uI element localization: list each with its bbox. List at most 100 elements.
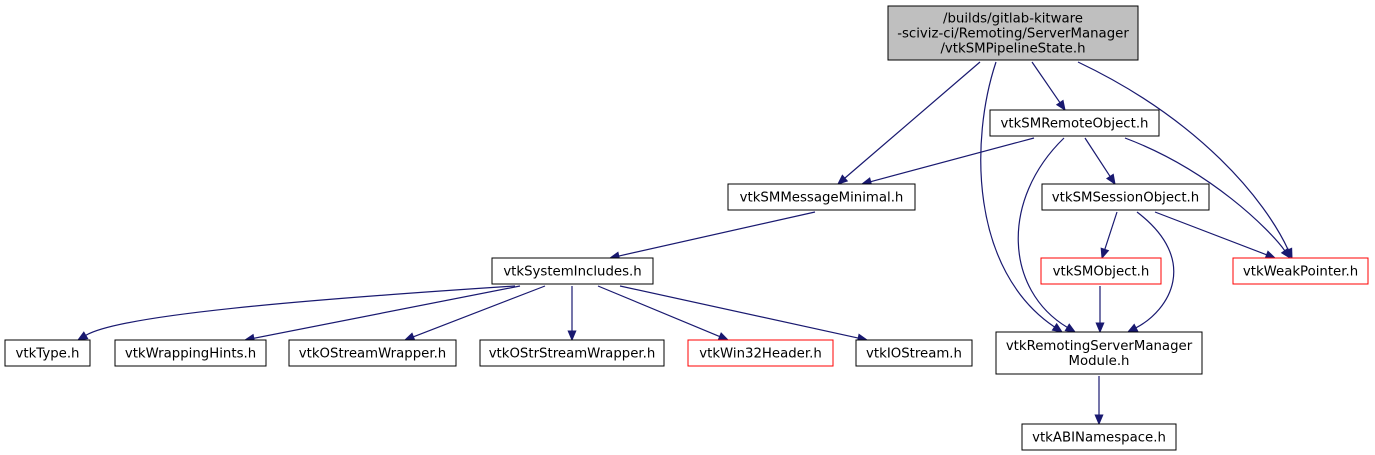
edge-line [1135,211,1175,329]
node-label: vtkWin32Header.h [699,347,822,362]
edge-session-to-smobj [1100,211,1118,260]
node-box [1021,423,1177,451]
edge-line [1124,137,1286,252]
arrowhead-icon [1064,323,1077,333]
node-label: vtkRemotingServerManager [1006,339,1193,354]
arrowhead-icon [837,174,849,185]
node-label: vtkSystemIncludes.h [503,265,641,280]
node-label: vtkOStrStreamWrapper.h [489,347,656,362]
arrowhead-icon [1051,322,1064,333]
edge-remote-to-module [1017,137,1077,333]
edge-msg-to-sysinc [608,211,816,261]
node-box [727,183,916,211]
arrowhead-icon [403,332,416,341]
edge-line [619,285,859,339]
node-sysinc[interactable]: vtkSystemIncludes.h [491,257,654,285]
edge-line [1154,211,1267,256]
node-session[interactable]: vtkSMSessionObject.h [1041,183,1210,211]
node-box [989,109,1160,137]
node-box [887,5,1139,61]
edge-line [1017,137,1068,328]
node-ostrstream[interactable]: vtkOStrStreamWrapper.h [479,339,665,367]
edge-remote-to-weak [1124,137,1291,260]
node-abi[interactable]: vtkABINamespace.h [1021,423,1177,451]
node-box [687,339,834,367]
edge-line [618,211,816,257]
node-box [855,339,973,367]
node-box [479,339,665,367]
arrowhead-icon [1264,250,1277,259]
node-iostream[interactable]: vtkIOStream.h [855,339,973,367]
node-label: /builds/gitlab-kitware [943,12,1083,27]
node-layer: /builds/gitlab-kitware-sciviz-ci/Remotin… [4,5,1369,451]
node-label: vtkWrappingHints.h [125,347,256,362]
edge-sysinc-to-ostrstream [567,286,577,342]
node-root[interactable]: /builds/gitlab-kitware-sciviz-ci/Remotin… [887,5,1139,61]
edge-line [844,61,981,179]
node-label: vtkSMObject.h [1053,265,1150,280]
node-remote[interactable]: vtkSMRemoteObject.h [989,109,1160,137]
edge-root-to-remote [1031,61,1066,112]
node-label: vtkWeakPointer.h [1243,265,1358,280]
arrowhead-icon [1095,322,1105,334]
arrowhead-icon [1100,247,1110,260]
node-label: vtkSMSessionObject.h [1052,191,1199,206]
node-label: vtkSMMessageMinimal.h [740,191,904,206]
edge-sysinc-to-ostream [403,285,546,341]
edge-line [1084,137,1111,177]
edge-line [253,285,521,339]
edge-root-to-module [980,61,1064,333]
edge-layer [76,61,1293,426]
node-box [491,257,654,285]
edge-line [980,61,1055,328]
node-smobj[interactable]: vtkSMObject.h [1040,257,1162,285]
arrowhead-icon [1105,173,1116,186]
edge-remote-to-session [1084,137,1116,186]
node-box [4,339,91,367]
node-label: vtkType.h [16,347,80,362]
arrowhead-icon [76,331,89,341]
edge-line [1104,211,1118,250]
node-label: Module.h [1068,354,1129,369]
node-box [1041,183,1210,211]
node-label: vtkIOStream.h [866,347,962,362]
arrowhead-icon [567,330,577,342]
arrowhead-icon [1055,99,1066,112]
edge-smobj-to-module [1095,286,1105,334]
arrowhead-icon [1094,414,1104,426]
edge-root-to-msg [837,61,981,185]
node-box [1232,257,1369,285]
node-box [114,339,267,367]
edge-sysinc-to-hints [243,285,521,343]
node-weak[interactable]: vtkWeakPointer.h [1232,257,1369,285]
arrowhead-icon [1126,323,1139,333]
node-label: vtkABINamespace.h [1032,431,1166,446]
edge-sysinc-to-type [76,285,516,341]
node-label: vtkSMRemoteObject.h [1001,117,1149,132]
edge-line [597,285,720,338]
edge-line [85,285,516,336]
edge-remote-to-msg [860,137,1035,186]
edge-root-to-weak [1077,61,1293,260]
node-label: -sciviz-ci/Remoting/ServerManager [897,27,1129,42]
edge-line [1031,61,1061,103]
edge-sysinc-to-iostream [619,285,869,343]
node-win32[interactable]: vtkWin32Header.h [687,339,834,367]
node-type[interactable]: vtkType.h [4,339,91,367]
node-label: vtkOStreamWrapper.h [299,347,447,362]
edge-line [870,137,1035,183]
node-ostream[interactable]: vtkOStreamWrapper.h [288,339,457,367]
node-box [288,339,457,367]
edge-sysinc-to-win32 [597,285,730,341]
edge-line [1077,61,1289,251]
edge-line [413,285,546,338]
node-box [1040,257,1162,285]
node-box [995,331,1203,375]
arrowhead-icon [717,332,730,341]
node-label: /vtkSMPipelineState.h [940,42,1085,57]
edge-module-to-abi [1094,376,1104,426]
node-msg[interactable]: vtkSMMessageMinimal.h [727,183,916,211]
node-hints[interactable]: vtkWrappingHints.h [114,339,267,367]
